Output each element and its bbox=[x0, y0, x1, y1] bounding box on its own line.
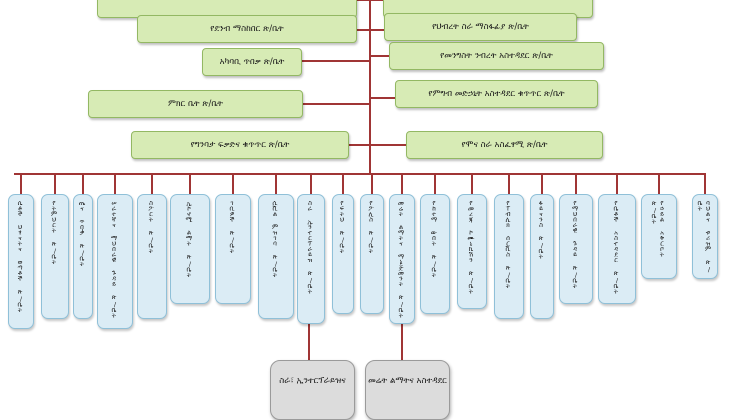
bottom-office-label: ስራ ኢንተርፕራይዝ ጽ/ቤት bbox=[307, 201, 315, 295]
bottom-office-box: የመረጃ ኮሙኒኬሽን ጽ/ቤት bbox=[457, 194, 487, 309]
bottom-office-box: ኢኮኖሚ ልማት ጽ/ቤት bbox=[170, 194, 210, 304]
bottom-office-box: ስራ ኢንተርፕራይዝ ጽ/ቤት bbox=[297, 194, 325, 324]
right-office-box: የህብረት ስራ ማስፋፊያ ጽ/ቤት bbox=[384, 13, 577, 41]
bottom-office-label: የመረጃ ኮሙኒኬሽን ጽ/ቤት bbox=[468, 201, 476, 295]
connector-lines bbox=[14, 0, 706, 360]
bottom-office-box: ሴቶች ህፃናትና ወጣቶች ጽ/ቤት bbox=[8, 194, 34, 329]
bottom-office-box: መሬት ልማትና ማኔጅመንት ጽ/ቤት bbox=[389, 194, 415, 324]
bottom-office-label: የፐብሊክ ሰርቪስ ጽ/ቤት bbox=[505, 201, 513, 290]
bottom-office-label: የማህበራዊ ጉዳይ ጽ/ቤት bbox=[572, 201, 580, 290]
bottom-office-box: የኃይል አቅርቦት ጽ/ቤት bbox=[641, 194, 677, 279]
sub-office-box: መሬት ልማትና አስተዳደር bbox=[365, 360, 450, 420]
bottom-office-label: ጤና ጥበቃ ጽ/ቤት bbox=[79, 201, 87, 268]
bottom-office-box: የፐብሊክ ሰርቪስ ጽ/ቤት bbox=[494, 194, 524, 319]
left-office-box: የግንባታ ፍቃድና ቁጥጥር ጽ/ቤት bbox=[131, 131, 349, 159]
bottom-office-label: የቤቶች አስተዳደር ጽ/ቤት bbox=[613, 201, 621, 295]
bottom-office-label: ገቢዎች ጽ/ቤት bbox=[229, 201, 237, 255]
bottom-office-label: የከተማ ውበት ጽ/ቤት bbox=[431, 201, 439, 279]
bottom-office-label: ሲቪል ምዝገባ ጽ/ቤት bbox=[272, 201, 280, 279]
right-office-label: የመንግስት ንብረት አስተዳደር ጽ/ቤት bbox=[440, 51, 553, 61]
sub-office-box: ስራ፣ ኢንተርፕራይዝና bbox=[270, 360, 355, 420]
left-office-box: ምክር ቤት ጽ/ቤት bbox=[88, 90, 303, 118]
bottom-office-box: የከተማ ውበት ጽ/ቤት bbox=[420, 194, 450, 314]
bottom-office-box: የማህበራዊ ጉዳይ ጽ/ቤት bbox=[559, 194, 593, 304]
bottom-office-box: የትምህርት ጽ/ቤት bbox=[41, 194, 69, 319]
sub-office-label: መሬት ልማትና አስተዳደር bbox=[368, 376, 447, 386]
right-office-label: የምግብ መድኃኒት አስተዳደር ቁጥጥር ጽ/ቤት bbox=[428, 89, 565, 99]
left-office-box: የደንብ ማስከበር ጽ/ቤት bbox=[137, 15, 357, 43]
bottom-office-label: የኃይል አቅርቦት ጽ/ቤት bbox=[651, 201, 667, 258]
right-office-box: የመንግስት ንብረት አስተዳደር ጽ/ቤት bbox=[389, 42, 604, 70]
right-office-box: የምግብ መድኃኒት አስተዳደር ቁጥጥር ጽ/ቤት bbox=[395, 80, 598, 108]
bottom-office-label: ፋይናንስ ጽ/ቤት bbox=[538, 201, 546, 260]
bottom-office-box: ፋይናንስ ጽ/ቤት bbox=[530, 194, 554, 319]
right-office-label: የህብረት ስራ ማስፋፊያ ጽ/ቤት bbox=[432, 22, 529, 32]
left-office-label: የደንብ ማስከበር ጽ/ቤት bbox=[210, 24, 284, 34]
left-office-box: አካባቢ ጥበቃ ጽ/ቤት bbox=[202, 48, 302, 76]
left-office-label: አካባቢ ጥበቃ ጽ/ቤት bbox=[219, 57, 285, 67]
bottom-office-box: ባህልና ቱሪዝም ጽ/ቤት bbox=[692, 194, 718, 279]
sub-office-label: ስራ፣ ኢንተርፕራይዝና bbox=[279, 376, 346, 386]
bottom-office-label: ስፖርት ጽ/ቤት bbox=[148, 201, 156, 255]
bottom-office-label: የፖሊስ ጽ/ቤት bbox=[368, 201, 376, 255]
bottom-office-label: የፍትህ ጽ/ቤት bbox=[339, 201, 347, 255]
bottom-office-label: ሴቶች ህፃናትና ወጣቶች ጽ/ቤት bbox=[17, 201, 25, 314]
right-office-box: የሞና ስራ አስፈፃሚ ጽ/ቤት bbox=[406, 131, 603, 159]
bottom-office-box: ሠራተኛና ማህበራዊ ጉዳይ ጽ/ቤት bbox=[97, 194, 133, 329]
bottom-office-box: ሲቪል ምዝገባ ጽ/ቤት bbox=[258, 194, 294, 319]
bottom-office-box: ጤና ጥበቃ ጽ/ቤት bbox=[73, 194, 93, 319]
bottom-office-box: የቤቶች አስተዳደር ጽ/ቤት bbox=[598, 194, 636, 304]
bottom-office-label: መሬት ልማትና ማኔጅመንት ጽ/ቤት bbox=[398, 201, 406, 319]
bottom-office-label: ባህልና ቱሪዝም ጽ/ቤት bbox=[697, 201, 713, 273]
bottom-office-box: የፖሊስ ጽ/ቤት bbox=[360, 194, 384, 314]
bottom-office-label: ሠራተኛና ማህበራዊ ጉዳይ ጽ/ቤት bbox=[111, 201, 119, 319]
bottom-office-label: የትምህርት ጽ/ቤት bbox=[51, 201, 59, 266]
bottom-office-box: ገቢዎች ጽ/ቤት bbox=[215, 194, 251, 304]
bottom-office-label: ኢኮኖሚ ልማት ጽ/ቤት bbox=[186, 201, 194, 279]
bottom-office-box: የፍትህ ጽ/ቤት bbox=[332, 194, 354, 314]
bottom-office-box: ስፖርት ጽ/ቤት bbox=[137, 194, 167, 319]
left-office-label: ምክር ቤት ጽ/ቤት bbox=[168, 99, 223, 109]
right-office-label: የሞና ስራ አስፈፃሚ ጽ/ቤት bbox=[461, 140, 548, 150]
left-office-label: የግንባታ ፍቃድና ቁጥጥር ጽ/ቤት bbox=[190, 140, 290, 150]
